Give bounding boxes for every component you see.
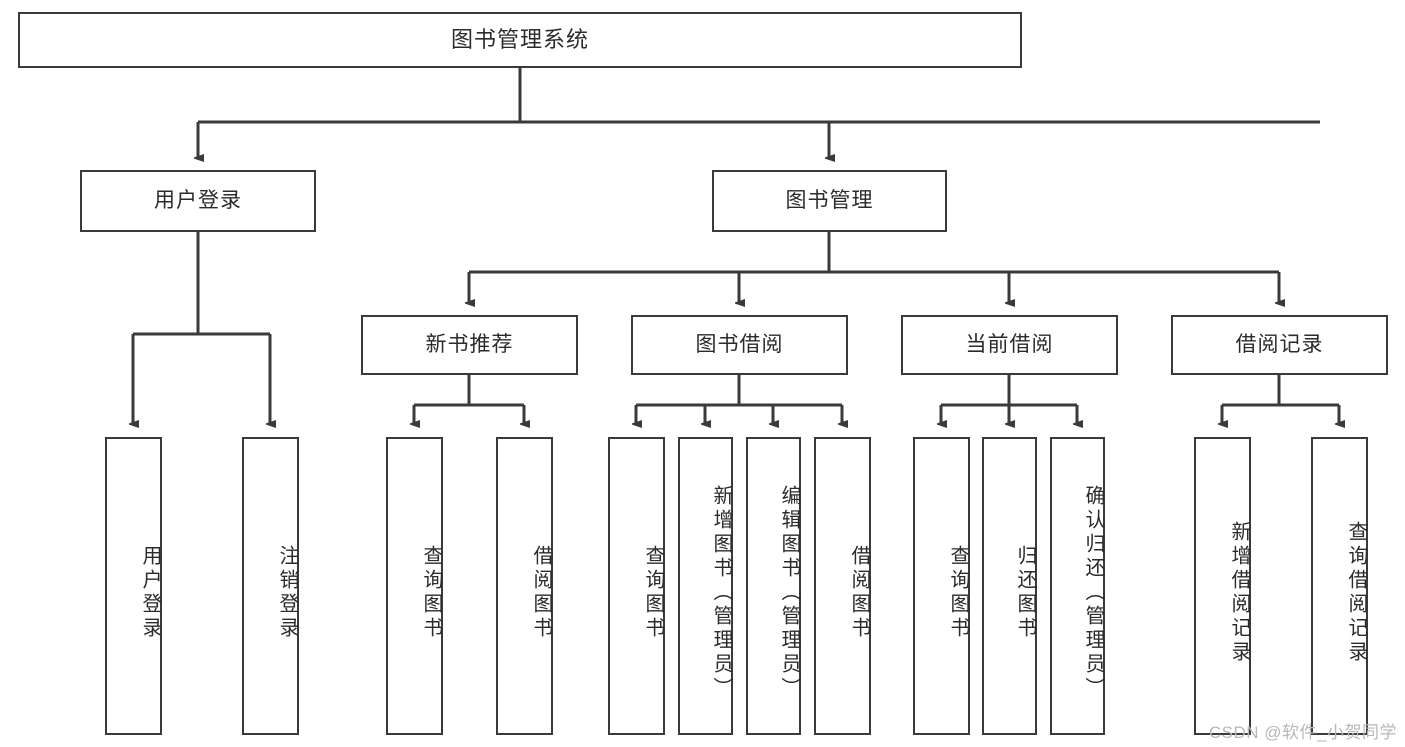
node-label: 用户登录 xyxy=(154,189,242,213)
node-book-management[interactable]: 图书管理 xyxy=(712,170,947,232)
node-label: 查询图书 xyxy=(642,545,664,641)
leaf-record-add-record[interactable]: 新增借阅记录 xyxy=(1194,437,1251,735)
node-label: 新书推荐 xyxy=(425,333,514,357)
node-label: 新增图书（管理员） xyxy=(710,485,732,701)
leaf-current-query-book[interactable]: 查询图书 xyxy=(913,437,970,735)
leaf-record-query-record[interactable]: 查询借阅记录 xyxy=(1311,437,1368,735)
watermark-text: CSDN @软件_小贺同学 xyxy=(1208,723,1397,742)
leaf-borrow-add-book-admin[interactable]: 新增图书（管理员） xyxy=(678,437,733,735)
node-label: 新增借阅记录 xyxy=(1228,521,1250,665)
node-current-borrow[interactable]: 当前借阅 xyxy=(901,315,1118,375)
node-user-login[interactable]: 用户登录 xyxy=(80,170,316,232)
leaf-current-return-book[interactable]: 归还图书 xyxy=(982,437,1037,735)
leaf-recommend-borrow-book[interactable]: 借阅图书 xyxy=(496,437,553,735)
node-label: 归还图书 xyxy=(1014,545,1036,641)
node-new-book-recommend[interactable]: 新书推荐 xyxy=(361,315,578,375)
node-label: 借阅记录 xyxy=(1235,333,1324,357)
node-label: 图书借阅 xyxy=(695,333,784,357)
leaf-borrow-borrow-book[interactable]: 借阅图书 xyxy=(814,437,871,735)
leaf-user-login-logout[interactable]: 注销登录 xyxy=(242,437,299,735)
leaf-borrow-query-book[interactable]: 查询图书 xyxy=(608,437,665,735)
node-label: 用户登录 xyxy=(139,545,161,641)
leaf-recommend-query-book[interactable]: 查询图书 xyxy=(386,437,443,735)
node-label: 确认归还（管理员） xyxy=(1082,485,1104,701)
node-book-borrow[interactable]: 图书借阅 xyxy=(631,315,848,375)
node-label: 当前借阅 xyxy=(965,333,1054,357)
node-borrow-record[interactable]: 借阅记录 xyxy=(1171,315,1388,375)
node-label: 查询图书 xyxy=(420,545,442,641)
leaf-borrow-edit-book-admin[interactable]: 编辑图书（管理员） xyxy=(746,437,801,735)
node-label: 图书管理 xyxy=(785,189,874,213)
node-label: 图书管理系统 xyxy=(450,26,589,52)
node-label: 查询图书 xyxy=(947,545,969,641)
node-label: 编辑图书（管理员） xyxy=(778,485,800,701)
node-label: 注销登录 xyxy=(276,545,298,641)
node-label: 借阅图书 xyxy=(530,545,552,641)
node-label: 查询借阅记录 xyxy=(1345,521,1367,665)
node-label: 借阅图书 xyxy=(848,545,870,641)
node-root-system[interactable]: 图书管理系统 xyxy=(18,12,1022,68)
leaf-current-confirm-return-admin[interactable]: 确认归还（管理员） xyxy=(1050,437,1105,735)
leaf-user-login-login[interactable]: 用户登录 xyxy=(105,437,162,735)
